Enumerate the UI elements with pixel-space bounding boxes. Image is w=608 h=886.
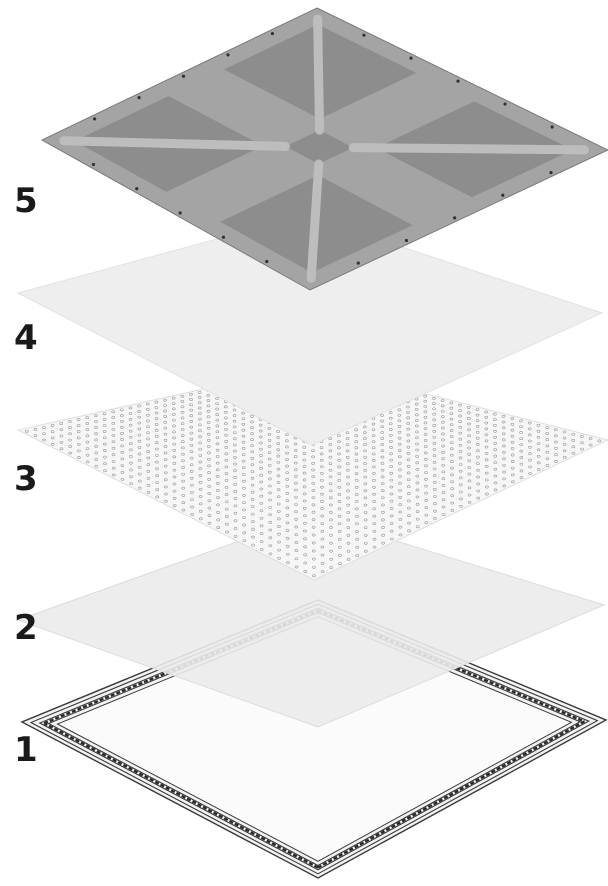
- screw-hole: [222, 236, 225, 239]
- back-plate-rib: [64, 141, 286, 147]
- screw-hole: [226, 53, 229, 56]
- screw-hole: [409, 57, 412, 60]
- screw-hole: [453, 216, 456, 219]
- screw-hole: [549, 171, 552, 174]
- back-plate-rib: [318, 19, 320, 130]
- layer-label-2: 2: [14, 611, 38, 645]
- screw-hole: [182, 75, 185, 78]
- back-plate-rib: [353, 148, 584, 150]
- layer-label-3: 3: [14, 462, 38, 496]
- layer-label-4: 4: [14, 321, 38, 355]
- screw-hole: [501, 194, 504, 197]
- layer-label-1: 1: [14, 733, 38, 767]
- screw-hole: [135, 187, 138, 190]
- screw-hole: [405, 239, 408, 242]
- screw-hole: [93, 117, 96, 120]
- layer-5-back-plate: [42, 8, 608, 290]
- screw-hole: [551, 125, 554, 128]
- screw-hole: [362, 34, 365, 37]
- screw-hole: [179, 211, 182, 214]
- screw-hole: [265, 260, 268, 263]
- screw-hole: [137, 96, 140, 99]
- screw-hole: [271, 32, 274, 35]
- screw-hole: [357, 262, 360, 265]
- screw-hole: [92, 163, 95, 166]
- layer-label-5: 5: [14, 184, 38, 218]
- screw-hole: [503, 102, 506, 105]
- screw-hole: [456, 80, 459, 83]
